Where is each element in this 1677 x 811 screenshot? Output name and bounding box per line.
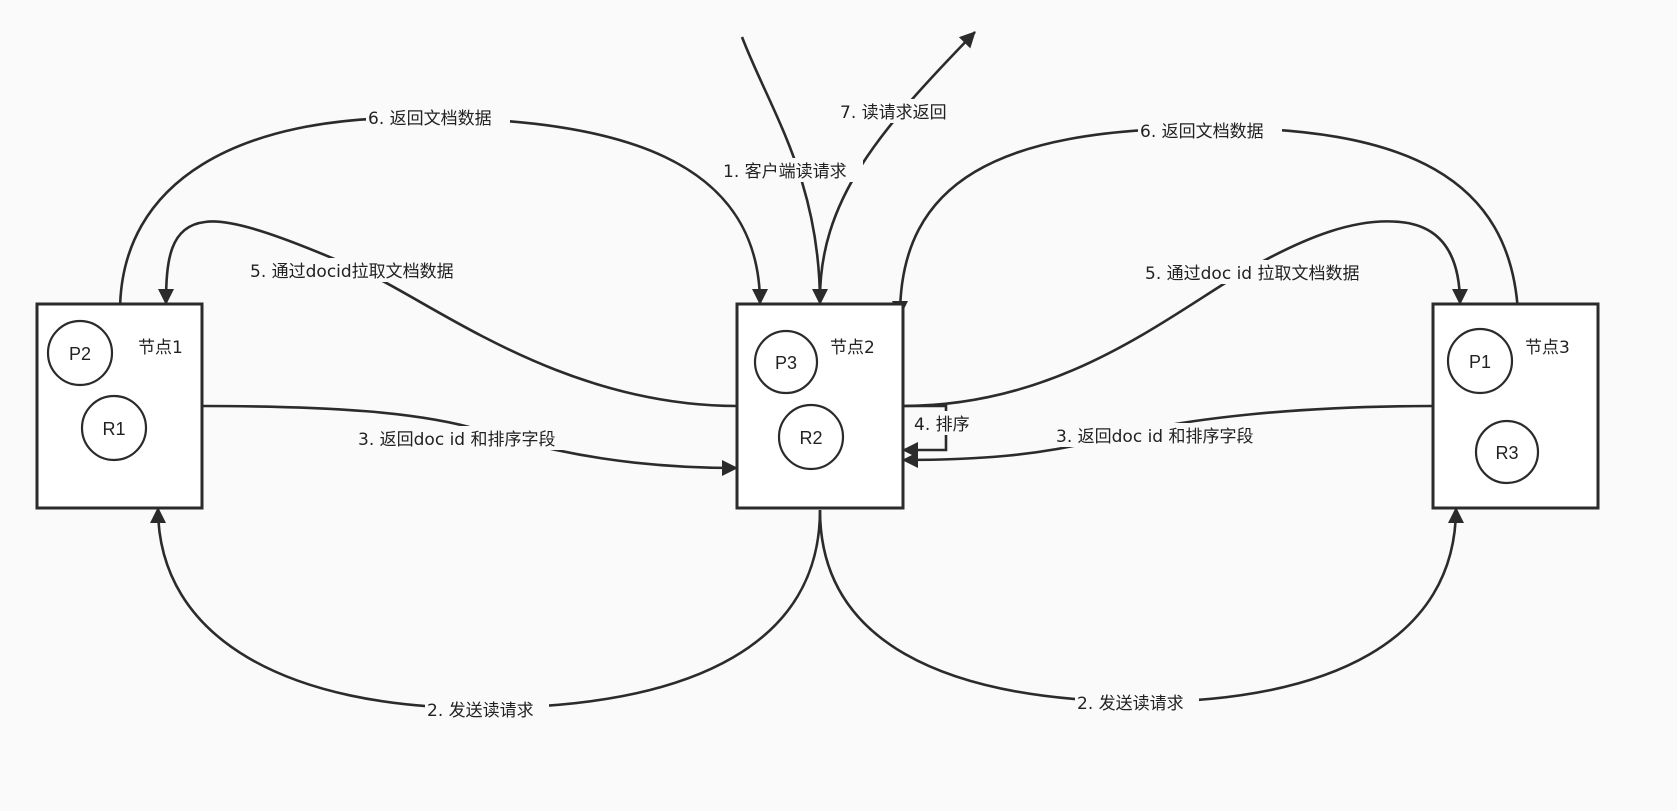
edge-label-return-docs-right: 6. 返回文档数据 <box>1140 122 1264 142</box>
node-2-title: 节点2 <box>830 338 875 358</box>
node-3-replica-label: R3 <box>1495 443 1518 463</box>
label-bg <box>425 697 549 721</box>
edge-client-request <box>740 36 828 305</box>
edge-send-read-left <box>150 507 822 710</box>
node-2-replica-label: R2 <box>799 428 822 448</box>
edge-label-client-request: 1. 客户端读请求 <box>723 162 847 182</box>
label-bg <box>912 411 982 435</box>
edge-fetch-right <box>902 220 1468 408</box>
edge-label-fetch-left: 5. 通过docid拉取文档数据 <box>250 262 454 282</box>
node-2-primary-label: P3 <box>775 353 797 373</box>
node-2-primary-shard <box>753 329 819 395</box>
node-1-replica-shard <box>80 394 148 462</box>
edge-return-docs-left <box>118 116 768 313</box>
label-bg <box>1054 423 1290 447</box>
label-bg <box>356 426 592 450</box>
label-bg <box>248 258 482 282</box>
label-bg <box>1138 118 1282 142</box>
edge-label-return-docid-left: 3. 返回doc id 和排序字段 <box>358 430 555 450</box>
node-3: 节点3 P1 R3 <box>1431 302 1600 510</box>
label-bg <box>721 158 863 182</box>
node-3-primary-label: P1 <box>1469 352 1491 372</box>
node-1-replica-label: R1 <box>102 419 125 439</box>
label-bg <box>1143 260 1389 284</box>
node-1-primary-label: P2 <box>69 344 91 364</box>
label-bg <box>838 99 962 123</box>
node-2-replica-shard <box>777 403 845 471</box>
edge-return-docs-right <box>892 126 1520 317</box>
node-2: 节点2 P3 R2 <box>735 302 905 510</box>
edge-label-fetch-right: 5. 通过doc id 拉取文档数据 <box>1145 264 1359 284</box>
edge-label-sort: 4. 排序 <box>914 415 970 435</box>
node-3-replica-shard <box>1474 419 1540 485</box>
edge-fetch-left <box>158 220 738 408</box>
edge-label-read-return: 7. 读请求返回 <box>840 103 947 123</box>
edge-label-return-docid-right: 3. 返回doc id 和排序字段 <box>1056 427 1253 447</box>
edge-label-return-docs-left: 6. 返回文档数据 <box>368 109 492 129</box>
node-1-title: 节点1 <box>138 338 183 358</box>
label-bg <box>366 105 510 129</box>
node-3-primary-shard <box>1446 327 1514 395</box>
node-3-title: 节点3 <box>1525 338 1570 358</box>
edge-label-send-read-left: 2. 发送读请求 <box>427 701 534 721</box>
edge-send-read-right <box>818 507 1464 704</box>
label-bg <box>1075 690 1199 714</box>
node-1: 节点1 P2 R1 <box>35 302 204 510</box>
node-1-primary-shard <box>46 319 114 387</box>
edge-label-send-read-right: 2. 发送读请求 <box>1077 694 1184 714</box>
